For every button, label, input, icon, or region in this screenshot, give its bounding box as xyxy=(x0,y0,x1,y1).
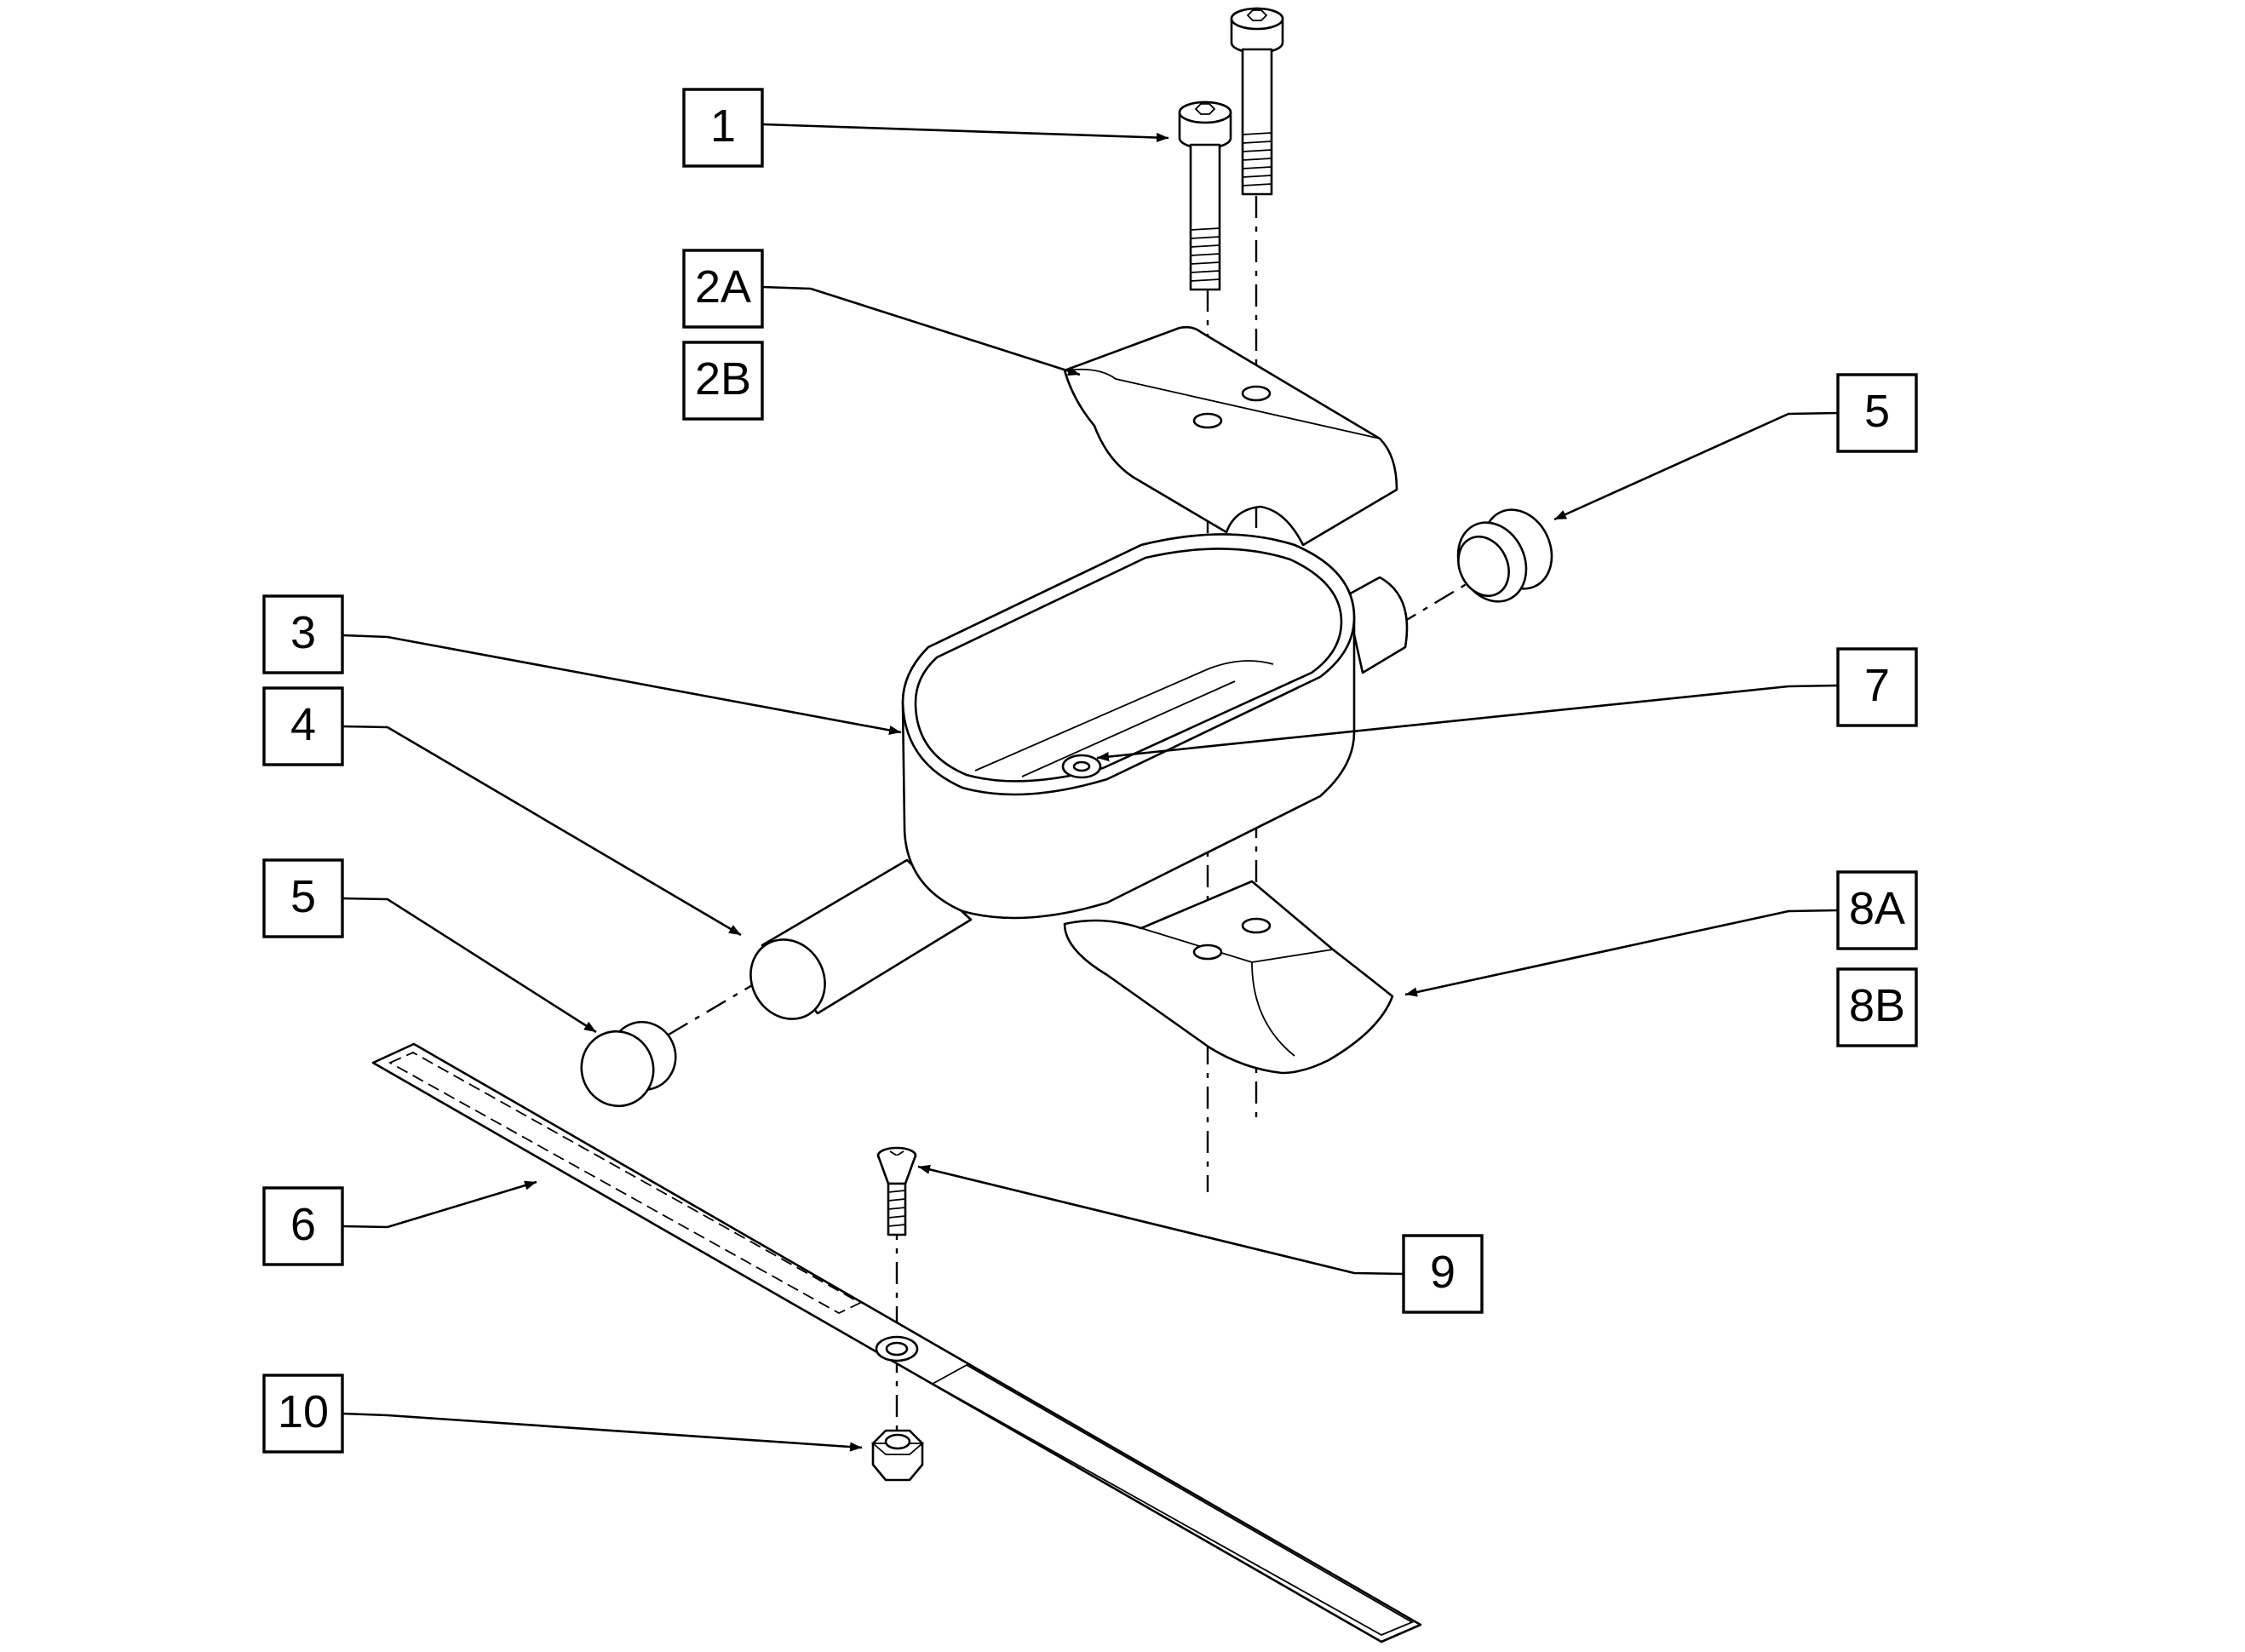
nut-part xyxy=(870,1429,925,1482)
callout-2a: 2A xyxy=(682,249,764,329)
upper-clamp-part xyxy=(1063,325,1398,547)
receiver-body-part xyxy=(749,533,1409,1020)
callout-4: 4 xyxy=(262,686,344,766)
strap-part xyxy=(371,1042,1422,1643)
lower-clamp-part xyxy=(1063,880,1394,1075)
callout-label: 1 xyxy=(710,100,736,152)
callout-label: 7 xyxy=(1864,660,1890,711)
callout-7: 7 xyxy=(1836,647,1918,727)
callout-1: 1 xyxy=(682,88,764,168)
callout-label: 2A xyxy=(695,261,751,313)
screw-part xyxy=(876,1146,917,1236)
leader-lines xyxy=(342,123,1839,1452)
callout-9: 9 xyxy=(1402,1234,1484,1314)
callout-label: 10 xyxy=(278,1386,329,1437)
callout-label: 3 xyxy=(290,607,316,658)
callout-10: 10 xyxy=(262,1374,344,1454)
callout-6: 6 xyxy=(262,1186,344,1266)
callout-label: 8B xyxy=(1849,980,1905,1031)
callout-label: 4 xyxy=(290,699,316,750)
callout-label: 5 xyxy=(1864,386,1890,437)
callout-5-left: 5 xyxy=(262,858,344,938)
callout-label: 9 xyxy=(1430,1247,1456,1298)
callout-2b: 2B xyxy=(682,341,764,421)
callout-8b: 8B xyxy=(1836,967,1918,1047)
callout-8a: 8A xyxy=(1836,870,1918,950)
callout-5-right: 5 xyxy=(1836,373,1918,453)
callout-3: 3 xyxy=(262,594,344,674)
callout-label: 6 xyxy=(290,1199,316,1250)
bolt-part xyxy=(1178,7,1284,291)
callout-label: 8A xyxy=(1849,883,1905,934)
end-cap-part xyxy=(580,508,1553,1108)
callout-label: 5 xyxy=(290,871,316,922)
callout-label: 2B xyxy=(695,353,751,404)
